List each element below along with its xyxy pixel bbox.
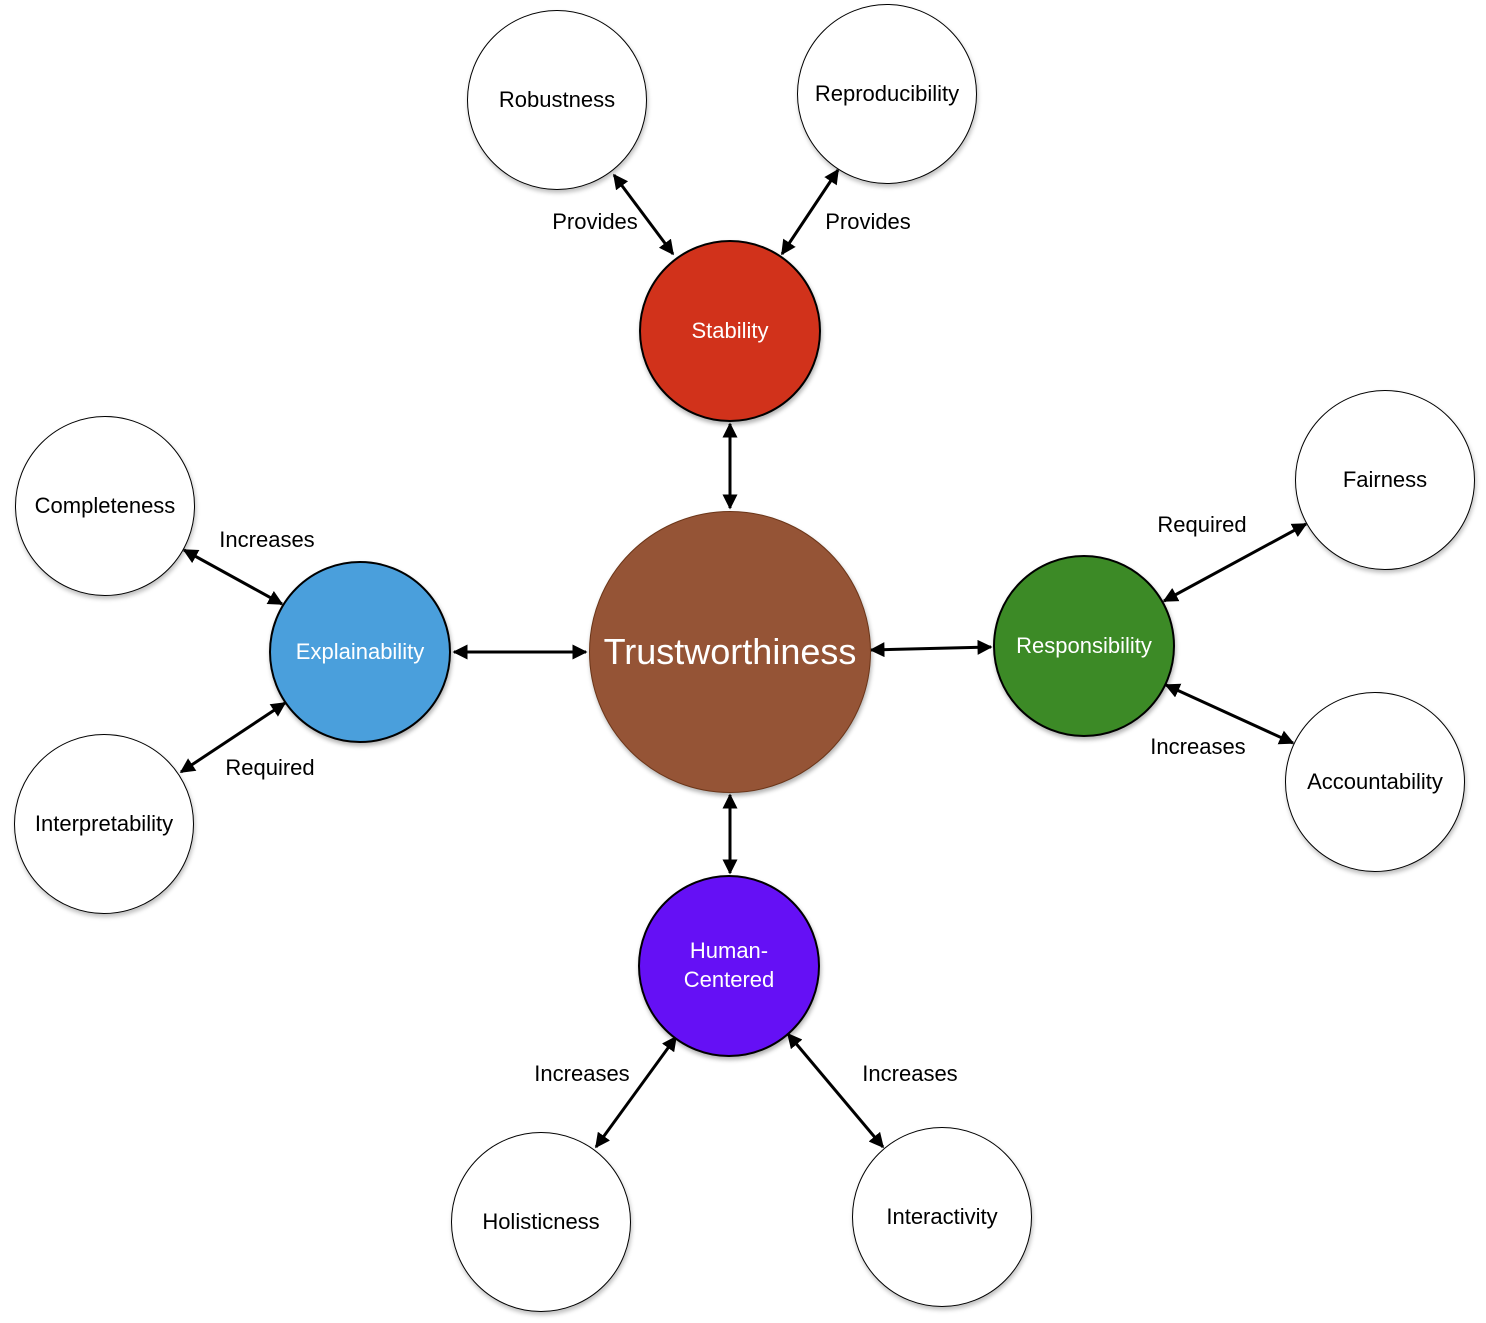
edge-label-holisticness: Increases bbox=[534, 1061, 630, 1086]
accountability-label: Accountability bbox=[1307, 768, 1443, 794]
edge-human-centered-interactivity bbox=[786, 1032, 885, 1149]
interactivity-label: Interactivity bbox=[886, 1203, 998, 1229]
edge-stability-reproducibility bbox=[780, 168, 840, 256]
completeness-label: Completeness bbox=[34, 492, 176, 518]
holisticness-label: Holisticness bbox=[482, 1208, 600, 1234]
holisticness-node[interactable]: Holisticness bbox=[451, 1132, 631, 1312]
interactivity-node[interactable]: Interactivity bbox=[852, 1127, 1032, 1307]
edge-label-completeness: Increases bbox=[219, 527, 315, 552]
stability-node[interactable]: Stability bbox=[639, 240, 821, 422]
explainability-label: Explainability bbox=[295, 638, 425, 664]
edge-label-interactivity: Increases bbox=[862, 1061, 958, 1086]
human-centered-node[interactable]: Human-Centered bbox=[638, 875, 820, 1057]
edge-responsibility-fairness bbox=[1162, 522, 1308, 603]
reproducibility-label: Reproducibility bbox=[814, 80, 960, 106]
fairness-node[interactable]: Fairness bbox=[1295, 390, 1475, 570]
stability-label: Stability bbox=[691, 317, 769, 343]
responsibility-node[interactable]: Responsibility bbox=[993, 555, 1175, 737]
edge-stability-robustness bbox=[612, 173, 675, 256]
completeness-node[interactable]: Completeness bbox=[15, 416, 195, 596]
human-centered-label: Human-Centered bbox=[683, 938, 775, 992]
trustworthiness-node[interactable]: Trustworthiness bbox=[589, 511, 871, 793]
edge-center-responsibility bbox=[869, 639, 993, 658]
reproducibility-node[interactable]: Reproducibility bbox=[797, 4, 977, 184]
edge-responsibility-accountability bbox=[1164, 683, 1295, 745]
responsibility-label: Responsibility bbox=[1016, 632, 1152, 658]
edge-label-fairness: Required bbox=[1157, 512, 1247, 537]
edge-label-robustness: Provides bbox=[552, 209, 638, 234]
edge-label-interpretability: Required bbox=[225, 755, 315, 780]
interpretability-label: Interpretability bbox=[34, 810, 174, 836]
robustness-label: Robustness bbox=[498, 86, 616, 112]
edge-label-accountability: Increases bbox=[1150, 734, 1246, 759]
fairness-label: Fairness bbox=[1342, 466, 1428, 492]
robustness-node[interactable]: Robustness bbox=[467, 10, 647, 190]
trustworthiness-label: Trustworthiness bbox=[603, 630, 857, 672]
explainability-node[interactable]: Explainability bbox=[269, 561, 451, 743]
edge-label-reproducibility: Provides bbox=[825, 209, 911, 234]
edge-human-centered-holisticness bbox=[594, 1035, 678, 1149]
edge-explainability-completeness bbox=[182, 548, 284, 606]
accountability-node[interactable]: Accountability bbox=[1285, 692, 1465, 872]
interpretability-node[interactable]: Interpretability bbox=[14, 734, 194, 914]
edge-explainability-interpretability bbox=[179, 701, 287, 774]
